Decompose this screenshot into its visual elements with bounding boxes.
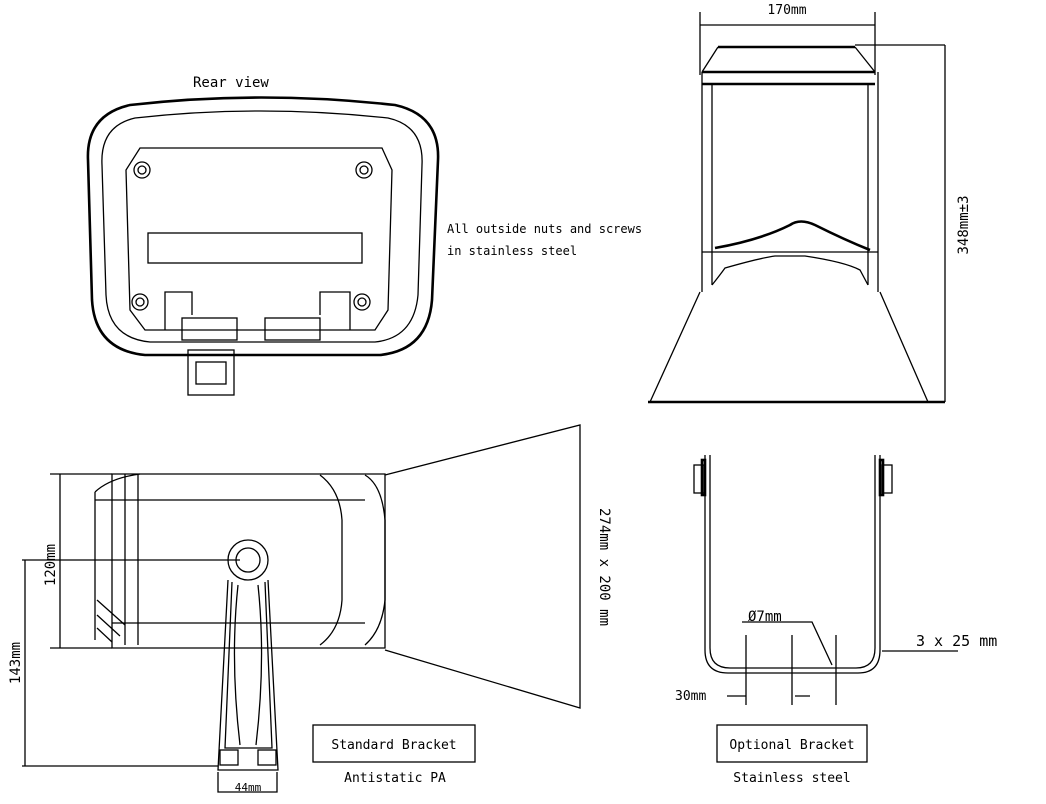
optional-bracket-label: Optional Bracket — [729, 738, 854, 753]
strip-dimension: 3 x 25 mm — [916, 632, 997, 650]
side-view: 274mm x 200 mm 120mm 143mm 44mm Standard… — [8, 424, 612, 794]
optional-bracket: Ø7mm 30mm 3 x 25 mm Optional Bracket Sta… — [675, 455, 997, 786]
bracket-height-dimension: 143mm — [8, 642, 24, 684]
width-dimension: 170mm — [767, 3, 806, 18]
rear-view: Rear view — [86, 75, 440, 396]
height-dimension: 348mm±3 — [956, 195, 972, 254]
bolt-icon — [693, 458, 707, 497]
bolt-icon — [878, 458, 893, 497]
note-line-1: All outside nuts and screws — [447, 222, 642, 236]
bracket-width-dimension: 44mm — [235, 781, 262, 794]
screw-icon — [131, 293, 149, 311]
hole-dimension: Ø7mm — [748, 609, 782, 625]
height-dimension: 120mm — [43, 544, 59, 586]
rear-view-title: Rear view — [193, 75, 269, 91]
horn-dimension: 274mm x 200 mm — [596, 508, 612, 626]
screw-icon — [133, 161, 151, 179]
standard-bracket-label-box — [312, 724, 476, 763]
front-view: 170mm 348mm±3 — [648, 3, 972, 404]
spacing-dimension: 30mm — [675, 689, 706, 704]
optional-bracket-sublabel: Stainless steel — [733, 771, 850, 786]
standard-bracket-label: Standard Bracket — [331, 738, 456, 753]
note-line-2: in stainless steel — [447, 244, 577, 258]
screw-icon — [355, 161, 373, 179]
standard-bracket-sublabel: Antistatic PA — [344, 771, 446, 786]
optional-bracket-label-box — [716, 724, 868, 763]
screw-icon — [353, 293, 371, 311]
